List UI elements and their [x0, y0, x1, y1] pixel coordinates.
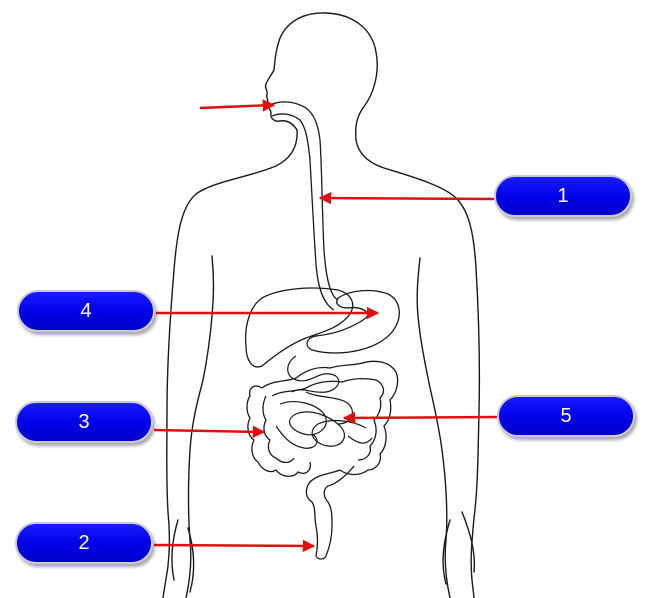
- label-1[interactable]: 1: [494, 175, 632, 217]
- stomach: [307, 291, 399, 353]
- head-outline: [265, 13, 377, 140]
- right-hand-outline: [443, 512, 474, 584]
- right-inner-arm: [417, 258, 450, 598]
- arrow-3: [154, 430, 264, 432]
- arrow-1: [320, 198, 494, 199]
- esophagus: [272, 102, 338, 310]
- left-torso-outline: [163, 130, 297, 598]
- small-intestine: [276, 356, 372, 448]
- label-2[interactable]: 2: [15, 522, 153, 564]
- arrow-2: [154, 545, 314, 546]
- label-5[interactable]: 5: [497, 395, 635, 437]
- large-intestine: [247, 361, 398, 559]
- right-torso-outline: [356, 140, 479, 598]
- label-3[interactable]: 3: [15, 401, 153, 443]
- body-outline: [163, 13, 479, 598]
- label-4[interactable]: 4: [17, 290, 155, 332]
- arrow-mouth: [200, 105, 274, 108]
- arrow-5: [344, 417, 497, 418]
- left-inner-arm: [186, 256, 214, 598]
